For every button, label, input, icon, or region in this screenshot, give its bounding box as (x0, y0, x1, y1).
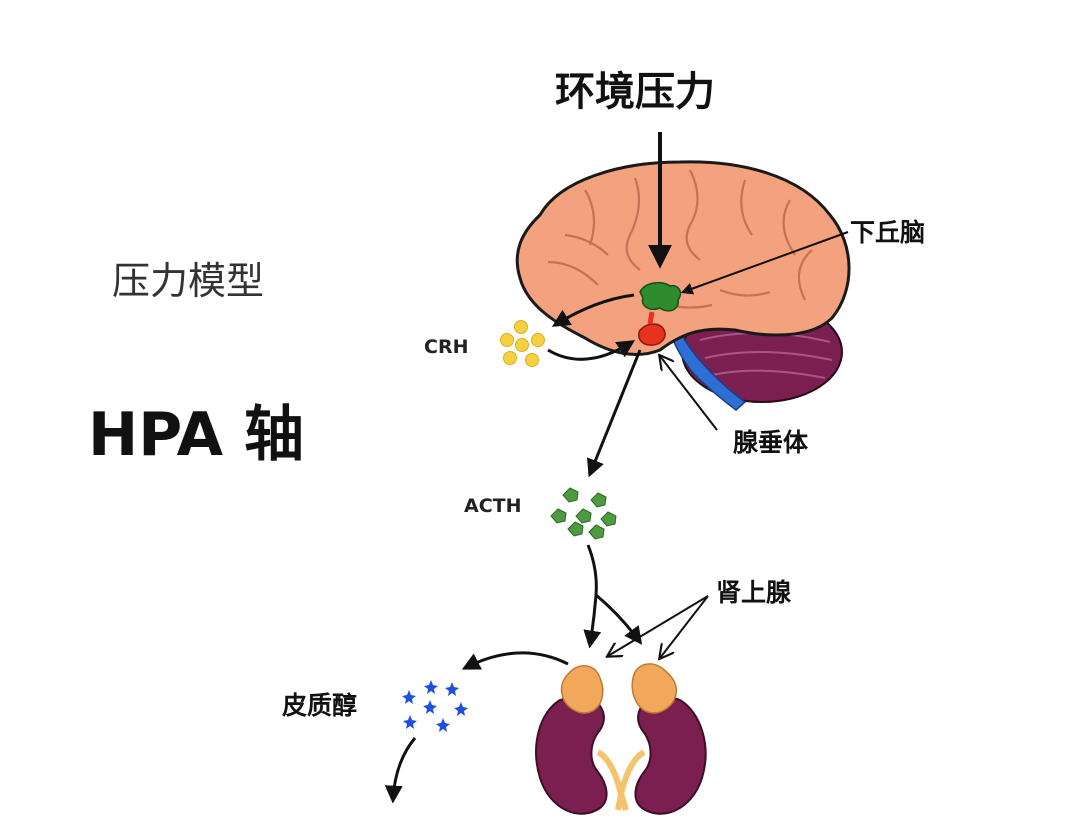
acth-label: ACTH (464, 495, 522, 517)
model-title: 压力模型 (112, 259, 265, 303)
adrenal-label: 肾上腺 (716, 578, 792, 607)
crh-molecules (500, 320, 545, 367)
brain-folds (547, 169, 813, 309)
left-adrenal-gland (560, 665, 604, 714)
pituitary (638, 323, 666, 346)
hypothalamus-label: 下丘脑 (850, 218, 926, 247)
acth-to-adrenal-right-arrow (595, 593, 643, 645)
hypothalamus-pointer (680, 231, 849, 295)
pituitary-pointer (660, 356, 718, 431)
crh-to-pituitary-arrow (547, 340, 636, 361)
pituitary-to-acth-arrow (587, 349, 642, 478)
acth-to-adrenal-left-arrow (583, 544, 602, 649)
cortisol-release-arrow (461, 651, 569, 670)
adrenal-pointer-left (608, 595, 709, 656)
pituitary-stalk (647, 311, 655, 325)
crh-label: CRH (424, 336, 469, 358)
main-title: 环境压力 (555, 69, 715, 115)
hypothalamus (639, 281, 682, 312)
right-kidney (615, 663, 707, 815)
cortisol-onward-arrow (384, 737, 417, 804)
left-kidney (535, 665, 629, 815)
cortisol-molecules (402, 680, 468, 732)
pituitary-label: 腺垂体 (733, 428, 809, 457)
crh-release-arrow (551, 293, 635, 327)
brainstem (671, 330, 747, 411)
adrenal-pointer-right (660, 595, 709, 658)
acth-molecules (550, 487, 617, 540)
axis-title: HPA 轴 (88, 400, 305, 470)
cortisol-label: 皮质醇 (282, 691, 358, 720)
brain (515, 160, 851, 356)
right-adrenal-gland (631, 663, 678, 714)
